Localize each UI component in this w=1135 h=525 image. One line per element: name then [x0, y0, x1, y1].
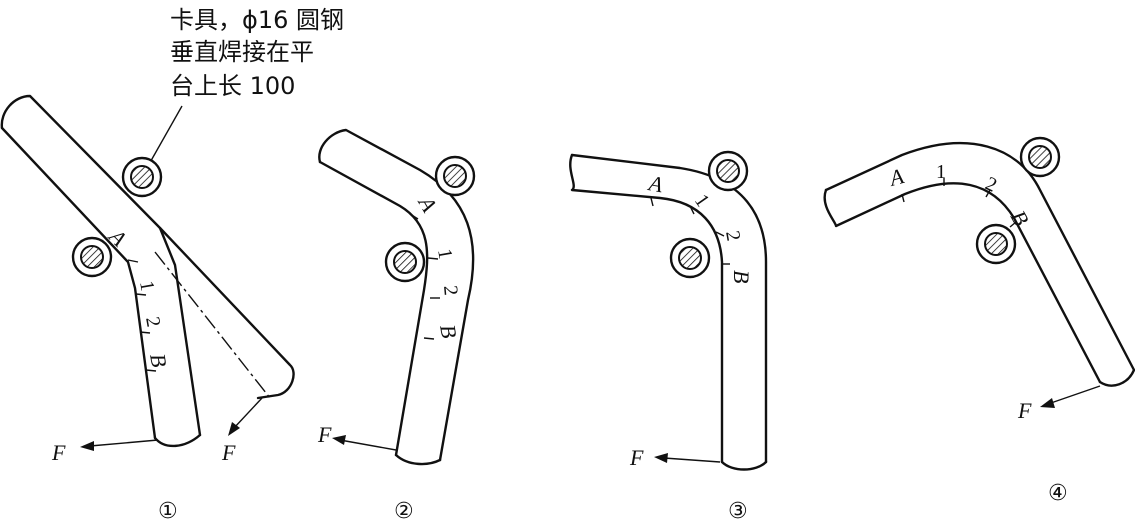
force-label: F — [1017, 398, 1032, 423]
pipe-outline-right — [0, 126, 157, 440]
mark-b: B — [145, 352, 172, 370]
centerline — [154, 251, 271, 399]
mark-b: B — [729, 270, 754, 283]
step-label-4: ④ — [1048, 481, 1068, 506]
clamp-lower — [71, 236, 113, 278]
pipe-outline-outer — [570, 153, 768, 464]
force-label-original: F — [221, 440, 236, 465]
mark-2: 2 — [982, 173, 1000, 197]
force-arrow-head — [332, 435, 346, 445]
note-line-1: 卡具，ϕ16 圆钢 — [170, 6, 344, 34]
step-1-figure: A 1 2 B F F ① — [0, 94, 295, 524]
force-label: F — [629, 445, 644, 470]
clamp-upper — [707, 150, 749, 192]
pipe-outline-left — [0, 94, 202, 437]
mark-2: 2 — [721, 229, 744, 243]
force-arrow-head — [228, 422, 240, 436]
leader-line — [147, 105, 183, 167]
clamp-lower — [669, 237, 711, 279]
pipe-outline-outer — [824, 142, 1135, 372]
step-label-3: ③ — [728, 499, 748, 524]
clamp-lower — [384, 241, 426, 283]
mark-1: 1 — [936, 161, 946, 183]
pipe-original-outline — [158, 226, 295, 400]
clamp-upper — [1019, 136, 1061, 178]
clamp-upper — [121, 156, 163, 198]
mark-a: A — [645, 170, 665, 197]
force-label: F — [317, 422, 332, 447]
step-4-figure: A 1 2 B F ④ — [823, 136, 1135, 506]
pipe-end — [1098, 368, 1135, 387]
step-3-figure: A 1 2 B F ③ — [569, 150, 768, 524]
fixture-note: 卡具，ϕ16 圆钢 垂直焊接在平 台上长 100 — [147, 6, 344, 167]
pipe-end — [720, 460, 768, 471]
pipe-end — [153, 433, 202, 448]
pipe-outline-outer — [318, 128, 475, 462]
pipe-end — [394, 453, 442, 466]
mark-b: B — [435, 323, 462, 341]
mark-a: A — [413, 190, 443, 216]
step-label-2: ② — [394, 499, 414, 524]
note-line-2: 垂直焊接在平 — [170, 38, 314, 66]
note-line-3: 台上长 100 — [170, 72, 295, 100]
force-arrow-head — [80, 441, 94, 451]
mark-1: 1 — [135, 279, 158, 293]
pipe-outline-inner — [318, 160, 429, 457]
mark-2: 2 — [439, 285, 462, 297]
mark-1: 1 — [690, 190, 714, 211]
clamp-lower — [975, 223, 1017, 265]
force-arrow-head — [654, 453, 668, 463]
pipe-outline-inner — [823, 182, 1102, 384]
force-label: F — [51, 440, 66, 465]
mark-1: 1 — [433, 247, 456, 261]
pipe-outline-inner — [569, 153, 724, 464]
step-label-1: ① — [158, 499, 178, 524]
clamp-upper — [434, 155, 476, 197]
step-2-figure: A 1 2 B F ② — [317, 128, 476, 524]
force-arrow-head — [1040, 398, 1055, 408]
mark-a: A — [885, 163, 907, 191]
mark-2: 2 — [141, 315, 164, 329]
